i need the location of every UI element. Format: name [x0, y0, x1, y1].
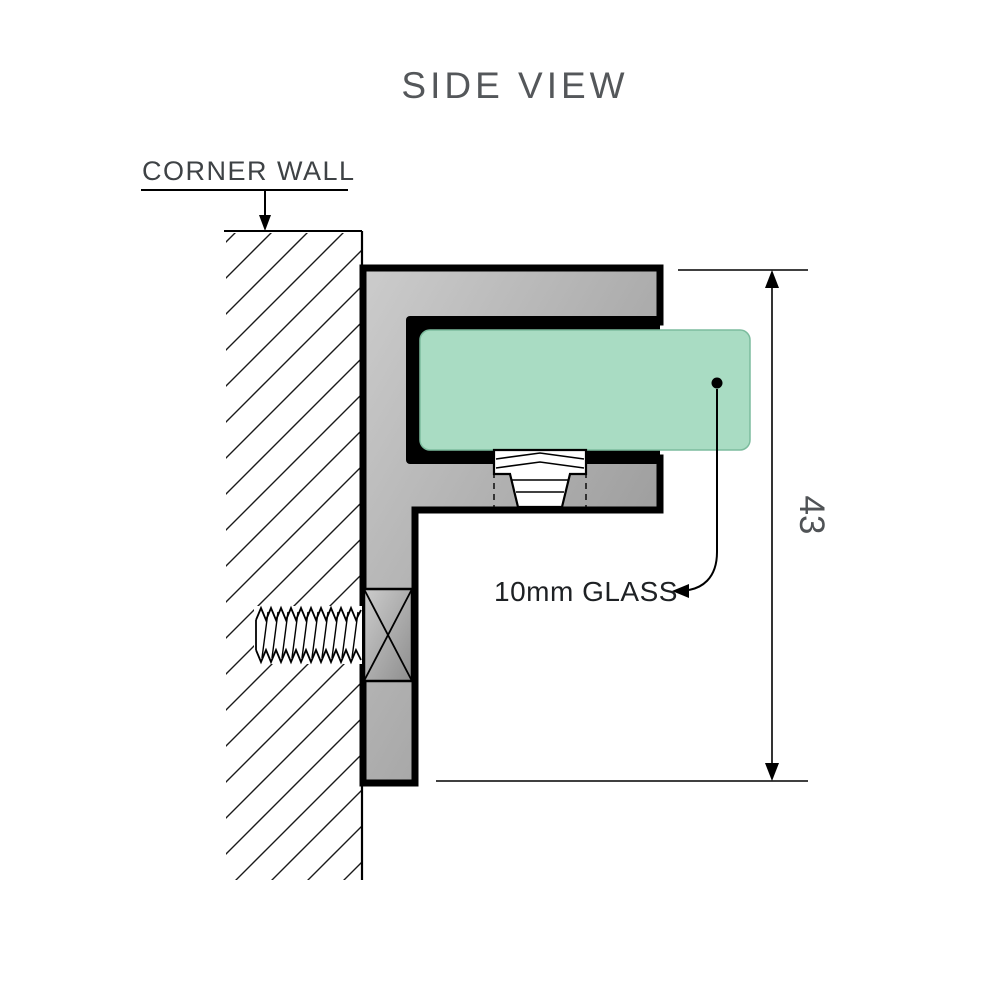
page-title: SIDE VIEW	[401, 65, 628, 106]
corner-wall-arrow-icon	[259, 215, 271, 231]
screw-head	[362, 587, 414, 683]
glass-leader-arrow-icon	[672, 584, 689, 598]
glass-leader-line	[688, 389, 718, 591]
glass-panel	[419, 329, 751, 451]
grub-screw	[492, 448, 588, 509]
wall-hatching	[226, 233, 361, 880]
dimension-arrow-bottom-icon	[765, 763, 779, 781]
dimension-label: 43	[792, 496, 831, 535]
glass-leader-dot	[711, 377, 723, 389]
wall-screw	[254, 605, 362, 665]
corner-wall-label: CORNER WALL	[142, 156, 356, 186]
dimension-arrow-top-icon	[765, 270, 779, 288]
glass-label: 10mm GLASS	[494, 576, 678, 607]
